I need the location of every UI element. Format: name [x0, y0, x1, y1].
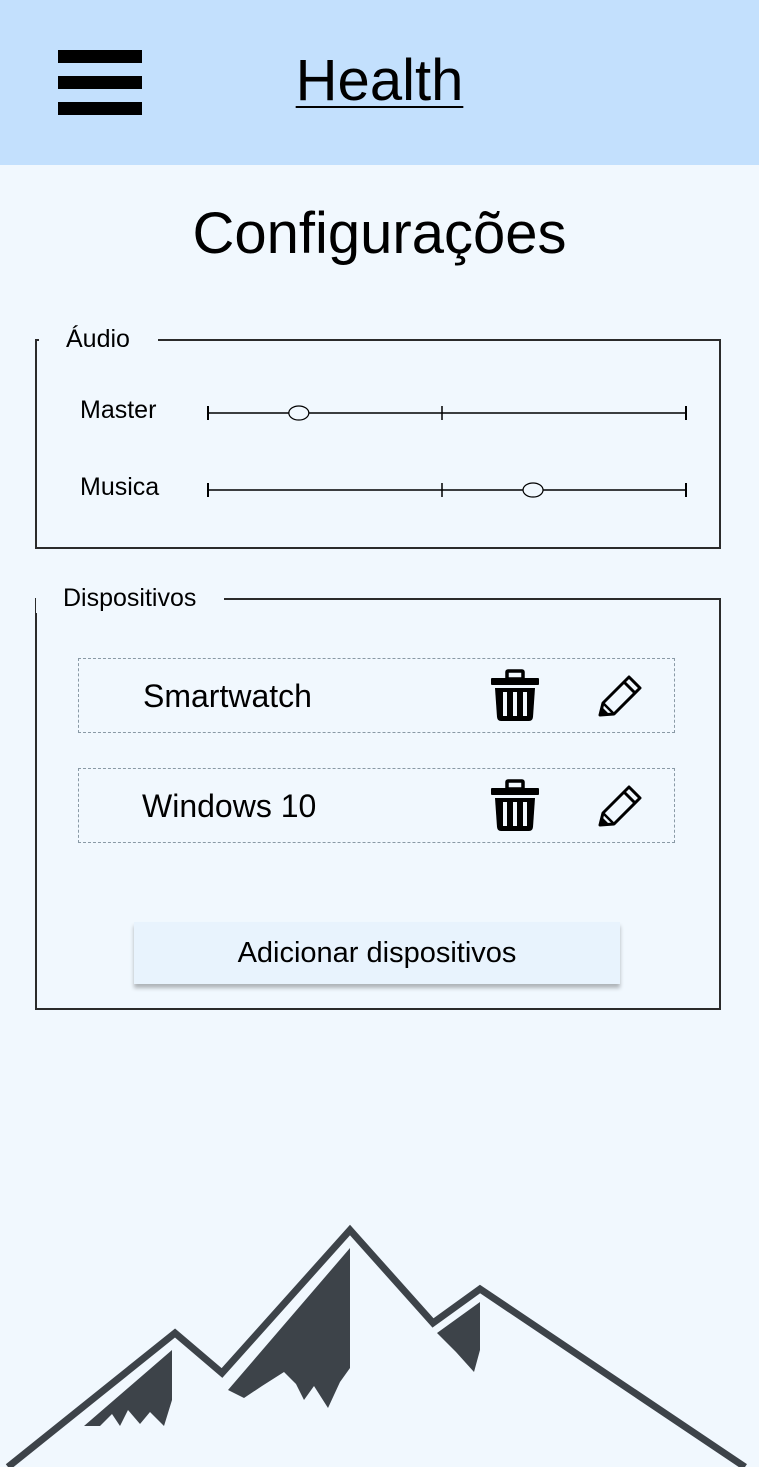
- hamburger-menu-icon[interactable]: [58, 50, 142, 116]
- master-volume-slider[interactable]: [206, 401, 688, 425]
- music-volume-slider[interactable]: [206, 478, 688, 502]
- app-header: Health: [0, 0, 759, 165]
- device-row-windows-10: Windows 10: [78, 768, 675, 843]
- device-name: Windows 10: [142, 788, 317, 824]
- devices-section: [35, 598, 721, 1010]
- trash-icon[interactable]: [489, 779, 541, 833]
- add-devices-button[interactable]: Adicionar dispositivos: [134, 922, 620, 984]
- music-slider-thumb[interactable]: [522, 482, 544, 498]
- pencil-icon[interactable]: [596, 673, 644, 719]
- music-slider-label: Musica: [80, 473, 160, 501]
- master-slider-label: Master: [80, 396, 157, 424]
- pencil-icon[interactable]: [596, 783, 644, 829]
- master-slider-thumb[interactable]: [288, 405, 310, 421]
- trash-icon[interactable]: [489, 669, 541, 723]
- mountain-logo: [5, 1224, 747, 1467]
- audio-section: [35, 339, 721, 549]
- audio-section-legend: Áudio: [39, 324, 158, 354]
- page-title: Configurações: [192, 201, 567, 266]
- device-name: Smartwatch: [143, 678, 312, 714]
- device-row-smartwatch: Smartwatch: [78, 658, 675, 733]
- devices-section-legend: Dispositivos: [36, 583, 225, 613]
- app-title-link[interactable]: Health: [295, 48, 464, 113]
